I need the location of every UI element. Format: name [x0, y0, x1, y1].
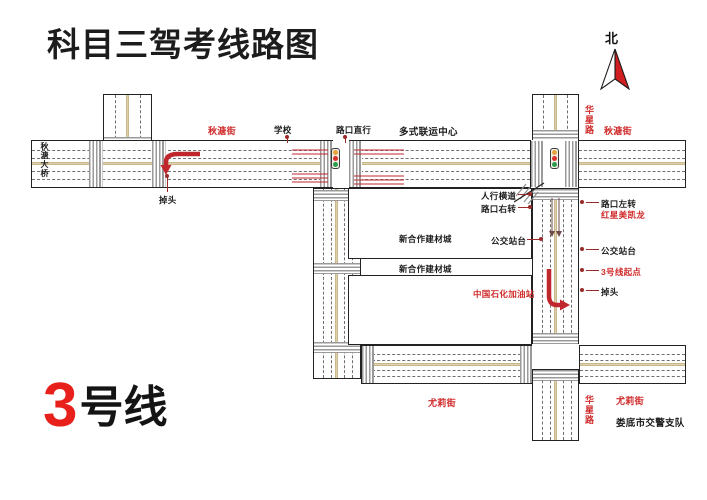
leader-dot-route-start — [580, 268, 584, 272]
leader-line-crosswalk — [518, 194, 531, 195]
maneuver-label-turn-right: 路口右转 — [481, 204, 517, 214]
leader-line-turn-left — [586, 202, 599, 203]
landmark-label-redstar-macalline: 红星美凯龙 — [601, 210, 646, 220]
leader-dot-turn-left — [580, 200, 584, 204]
crosswalk-center-vert-top — [314, 190, 360, 201]
street-label-qiutang-east: 秋溏街 — [604, 126, 632, 136]
road-huaxing-mid — [532, 188, 579, 344]
uturn-arrow-west-icon — [160, 151, 200, 175]
lane-markings-center-icon — [354, 149, 404, 185]
crosswalk-center-a — [320, 141, 333, 187]
block-xinhezuo-upper — [348, 188, 532, 259]
crosswalk-west-b — [152, 141, 166, 187]
signal-east — [550, 148, 559, 169]
maneuver-label-crosswalk: 人行横道 — [481, 191, 517, 201]
page-title: 科目三驾考线路图 — [47, 26, 319, 63]
route-number: 3 — [43, 371, 78, 440]
crosswalk-east-b — [565, 141, 578, 187]
route-suffix: 号线 — [79, 383, 168, 432]
road-huaxing-south — [532, 369, 579, 441]
crosswalk-huaxing-mid-bot — [533, 333, 578, 344]
leader-dot-uturn-east — [580, 288, 584, 292]
road-youli-mid — [361, 345, 532, 384]
crosswalk-west-a — [89, 141, 103, 187]
crosswalk-youli-b — [520, 346, 532, 383]
signal-center — [331, 148, 340, 169]
leader-line-route-start — [586, 270, 599, 271]
leader-line-uturn-east — [586, 290, 599, 291]
block-xinhezuo-lower — [348, 275, 532, 345]
compass-label: 北 — [605, 31, 619, 46]
signal-light-red — [552, 155, 557, 161]
leader-line-bus-stop-2 — [586, 249, 599, 250]
street-label-qiutang-bridge: 秋溏大桥 — [40, 142, 49, 178]
maneuver-label-uturn-east: 掉头 — [601, 287, 619, 297]
street-label-youli-mid: 尤莉街 — [428, 398, 456, 408]
street-label-huaxing-north: 华星路 — [584, 105, 594, 135]
leader-dot-bus-stop-1 — [539, 237, 543, 241]
landmark-label-school: 学校 — [274, 125, 292, 135]
leader-dot-turn-right — [528, 205, 532, 209]
leader-line-turn-right — [518, 207, 531, 208]
road-youli-east — [579, 345, 686, 384]
maneuver-label-go-straight: 路口直行 — [336, 125, 372, 135]
signal-light-green — [552, 161, 557, 167]
crosswalk-center-vert-mid — [314, 263, 360, 274]
crosswalk-center-vert-bot — [314, 342, 360, 353]
uturn-arrow-east-icon — [546, 269, 570, 311]
landmark-label-xinhezuo-2: 新合作建材城 — [399, 264, 452, 274]
street-label-huaxing-south: 华星路 — [584, 395, 594, 425]
signal-light-yellow — [552, 150, 557, 156]
landmark-label-traffic-police: 娄底市交警支队 — [616, 418, 685, 429]
road-qiutang-east — [578, 140, 686, 188]
signal-light-red — [333, 155, 338, 161]
landmark-label-sinopec: 中国石化加油站 — [473, 289, 535, 299]
maneuver-label-uturn-west: 掉头 — [159, 195, 177, 205]
signal-light-yellow — [333, 150, 338, 156]
crosswalk-youli-a — [362, 346, 374, 383]
leader-dot-bus-stop-2 — [580, 247, 584, 251]
signal-light-green — [333, 161, 338, 167]
lane-markings-east-vertical-icon — [549, 198, 562, 237]
leader-line-school — [287, 135, 288, 143]
leader-line-uturn-west — [167, 176, 168, 192]
road-qiutang-center — [349, 140, 531, 188]
street-label-qiutang-west: 秋溏街 — [208, 126, 236, 136]
leader-dot-go-straight — [343, 135, 347, 139]
north-arrow-icon — [600, 48, 630, 90]
crosswalk-huaxing-mid-top — [533, 189, 578, 200]
leader-dot-uturn-west — [165, 174, 169, 178]
leader-line-go-straight — [345, 135, 346, 143]
maneuver-label-route-start: 3号线起点 — [601, 267, 642, 277]
maneuver-label-turn-left: 路口左转 — [601, 199, 637, 209]
maneuver-label-bus-stop-2: 公交站台 — [601, 246, 637, 256]
landmark-label-xinhezuo-1: 新合作建材城 — [399, 234, 452, 244]
crosswalk-east-a — [531, 141, 544, 187]
route-badge: 3号线 — [43, 375, 167, 437]
lane-markings-west-icon — [292, 149, 328, 183]
crosswalk-huaxing-north — [533, 130, 578, 140]
landmark-label-multimodal-center: 多式联运中心 — [399, 127, 458, 138]
leader-dot-crosswalk — [528, 192, 532, 196]
crosswalk-huaxing-south — [533, 370, 578, 381]
leader-line-bus-stop-1 — [527, 239, 541, 240]
maneuver-label-bus-stop-1: 公交站台 — [491, 236, 527, 246]
street-label-youli-east: 尤莉街 — [616, 396, 644, 406]
